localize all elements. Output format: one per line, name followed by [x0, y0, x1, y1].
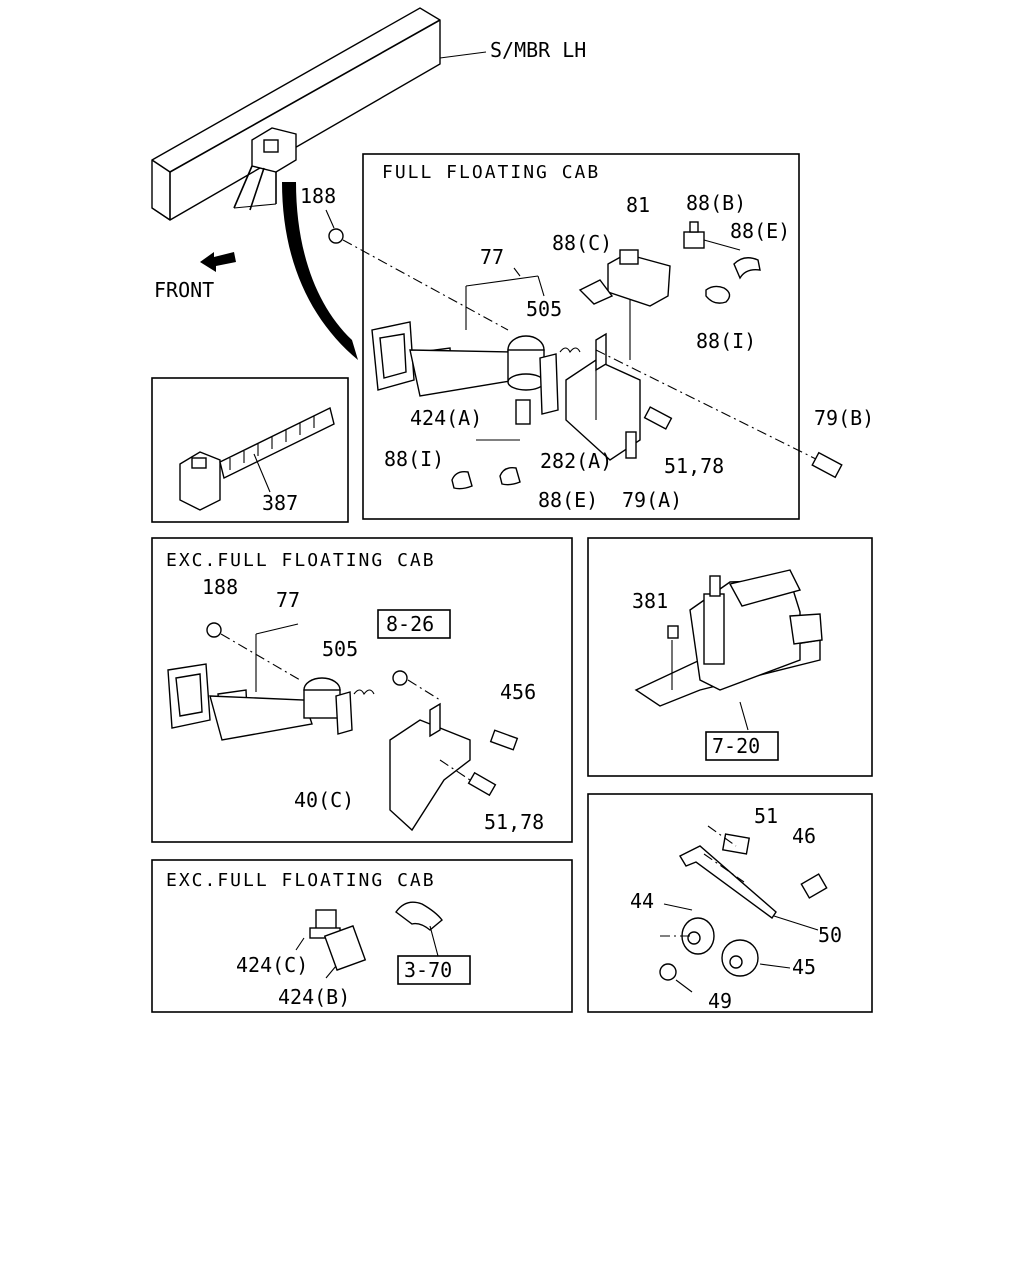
ff-callout-81: 81: [626, 193, 650, 217]
panel-exc-floating-cab-2: [151, 859, 573, 1013]
exc2-callout-424c: 424(C): [236, 953, 308, 977]
panel-exc-floating-cab-2-title: EXC.FULL FLOATING CAB: [166, 870, 436, 891]
full-floating-parts: [325, 209, 843, 490]
ff-callout-88e-top: 88(E): [730, 219, 790, 243]
ff-callout-51-78: 51,78: [664, 454, 724, 478]
horn-callout-45: 45: [792, 955, 816, 979]
clamp-drawing: [179, 406, 335, 511]
panel-exc-floating-cab-1-title: EXC.FULL FLOATING CAB: [166, 550, 436, 571]
ff-callout-282a: 282(A): [540, 449, 612, 473]
clamp-callout-387: 387: [262, 491, 298, 515]
panel-full-floating-cab-title: FULL FLOATING CAB: [382, 162, 600, 183]
exc1-callout-456: 456: [500, 680, 536, 704]
ff-callout-77: 77: [480, 245, 504, 269]
exc2-parts: [295, 901, 443, 979]
motor-drawing: [634, 569, 823, 731]
ff-callout-88c: 88(C): [552, 231, 612, 255]
horn-callout-50: 50: [818, 923, 842, 947]
ff-callout-188: 188: [300, 184, 336, 208]
ff-callout-79a: 79(A): [622, 488, 682, 512]
ff-callout-88e-bottom: 88(E): [538, 488, 598, 512]
side-member-drawing: [151, 7, 487, 360]
exc1-callout-505: 505: [322, 637, 358, 661]
exc2-callout-424b: 424(B): [278, 985, 350, 1009]
panel-clamp: [151, 377, 349, 523]
horn-callout-51: 51: [754, 804, 778, 828]
panel-horn: [587, 793, 873, 1013]
ff-callout-505: 505: [526, 297, 562, 321]
horn-callout-46: 46: [792, 824, 816, 848]
exc1-ref-box-label[interactable]: 8-26: [386, 612, 434, 636]
ff-callout-88i-top: 88(I): [696, 329, 756, 353]
motor-ref-box-label[interactable]: 7-20: [712, 734, 760, 758]
exc1-callout-188: 188: [202, 575, 238, 599]
horn-callout-44: 44: [630, 889, 654, 913]
horn-drawing: [659, 825, 828, 993]
exc1-callout-77: 77: [276, 588, 300, 612]
exc1-callout-51-78: 51,78: [484, 810, 544, 834]
panel-full-floating-cab: [362, 153, 800, 520]
exc1-parts: [167, 622, 519, 832]
exc1-ref-box[interactable]: [377, 609, 451, 639]
exc2-ref-box-label[interactable]: 3-70: [404, 958, 452, 982]
panel-exc-floating-cab-1: [151, 537, 573, 843]
front-label: FRONT: [154, 278, 214, 302]
exc2-ref-box[interactable]: [397, 955, 471, 985]
ff-callout-88b: 88(B): [686, 191, 746, 215]
motor-callout-381: 381: [632, 589, 668, 613]
side-member-label: S/MBR LH: [490, 38, 586, 62]
motor-ref-box[interactable]: [705, 731, 779, 761]
panel-motor: [587, 537, 873, 777]
exc1-callout-40c: 40(C): [294, 788, 354, 812]
horn-callout-49: 49: [708, 989, 732, 1013]
ff-callout-424a: 424(A): [410, 406, 482, 430]
ff-callout-79b: 79(B): [814, 406, 874, 430]
ff-callout-88i-bottom: 88(I): [384, 447, 444, 471]
